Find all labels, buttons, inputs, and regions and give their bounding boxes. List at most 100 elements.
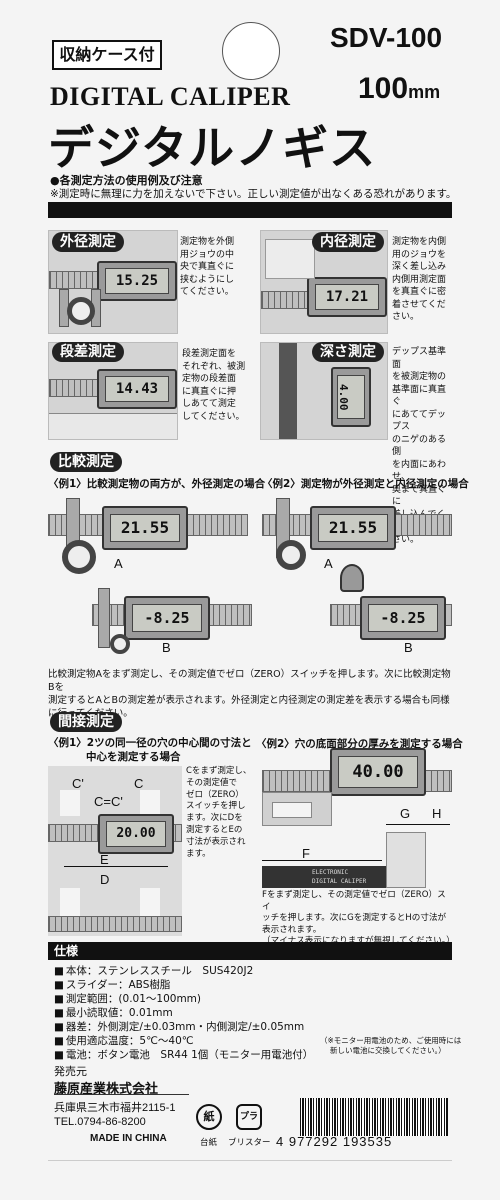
desc-line: 寸法が表示され	[186, 836, 246, 847]
step-measure-tag: 段差測定	[52, 342, 124, 362]
workpiece-ring-a	[62, 540, 96, 574]
spec-item: 本体：ステンレススチール SUS420J2	[54, 964, 313, 978]
company-name: 藤原産業株式会社	[54, 1082, 159, 1097]
comparison-tag: 比較測定	[50, 452, 122, 472]
desc-line: さい。	[392, 312, 420, 322]
desc-line: （マイナス表示になりますが無視してください。）	[262, 936, 455, 946]
desc-line: デップス基準面	[392, 347, 447, 370]
label-b2: B	[404, 640, 413, 655]
storage-case-badge: 収納ケース付	[52, 40, 162, 70]
desc-line: 測定するとEの	[186, 824, 243, 835]
dimension-line-e	[64, 866, 168, 867]
depth-measure-tag: 深さ測定	[312, 342, 384, 362]
desc-line: 深く差し込み	[392, 262, 447, 272]
desc-line: 内側用測定面	[392, 274, 447, 285]
desc-line: 挟むようにし	[180, 274, 235, 285]
publisher-label: 発売元	[54, 1065, 87, 1078]
desc-line: 用ジョウの中	[180, 249, 235, 260]
inner-measure-tag: 内径測定	[312, 232, 384, 252]
title-line: 中心を測定する場合	[86, 751, 181, 763]
product-title-en: DIGITAL CALIPER	[50, 82, 291, 111]
desc-line: してください。	[182, 411, 245, 422]
plastic-recycle-icon: プラ	[236, 1104, 262, 1130]
barcode-number: 4 977292 193535	[276, 1134, 393, 1149]
model-number: SDV-100	[330, 22, 443, 53]
usage-notice-text: ※測定時に無理に力を加えないで下さい。正しい測定値が出なくある恐れがあります。	[50, 188, 457, 200]
caliper-display: 17.21	[307, 277, 387, 317]
label-f: F	[302, 846, 310, 861]
dimension-line-f	[262, 860, 382, 861]
label-a2: A	[324, 556, 333, 571]
desc-line: 段差測定面を	[182, 349, 237, 359]
bottom-edge	[48, 1160, 452, 1161]
label-c: C	[134, 776, 144, 791]
label-d: D	[100, 872, 110, 887]
desc-line: ッチを押します。次にGを測定するとHの寸法が	[262, 913, 447, 923]
workpiece-hole	[272, 802, 312, 818]
hole-right	[140, 888, 160, 918]
desc-line: ゼロ（ZERO）	[186, 789, 244, 800]
desc-line: 用のジョウを	[392, 249, 447, 260]
inner-workpiece	[340, 564, 364, 592]
equation-label: C=C'	[94, 794, 123, 809]
inner-measure-desc: 測定物を内側 用のジョウを 深く差し込み 内側用測定面 を真直ぐに密 着させてく…	[392, 236, 454, 324]
dimension-line-gh	[386, 824, 450, 825]
display-reading: 15.25	[105, 268, 169, 294]
desc-line: さい。	[392, 534, 420, 545]
address-line: 兵庫県三木市福井2115-1	[54, 1102, 176, 1114]
label-a: A	[114, 556, 123, 571]
caliper-ruler-lower	[48, 916, 182, 932]
workpiece-ring-b	[110, 634, 130, 654]
step-measure-desc: 段差測定面を それぞれ、被測 定物の段差面 に真直ぐに押 しあてて測定 してくだ…	[182, 348, 254, 423]
workpiece-ring	[67, 297, 95, 325]
display-reading-a2: 21.55	[318, 514, 388, 542]
label-b: B	[162, 640, 171, 655]
desc-line: 測定物を内側	[392, 237, 447, 247]
caliper-display-b2: -8.25	[360, 596, 446, 640]
indirect-ex1-diagram: C' C C=C' 20.00 E D	[48, 766, 182, 936]
caliper-body-vertical	[279, 343, 297, 439]
note-line: 比較測定物Aをまず測定し、その測定値でゼロ（ZERO）スイッチを押します。次に比…	[48, 669, 451, 693]
spec-item: 最小読取値：0.01mm	[54, 1006, 313, 1020]
hole-c-prime	[60, 790, 80, 816]
workpiece-ring-a2	[276, 540, 306, 570]
display-reading-2: 40.00	[338, 756, 418, 788]
desc-line: それぞれ、被測	[182, 361, 246, 372]
desc-line: Fをまず測定し、その測定値でゼロ（ZERO）スイ	[262, 890, 446, 912]
desc-line: てください。	[180, 287, 234, 297]
tel-line: TEL.0794-86-8200	[54, 1116, 146, 1128]
barcode	[300, 1098, 448, 1136]
display-reading-a: 21.55	[110, 514, 180, 542]
desc-line: ます。次にDを	[186, 813, 243, 824]
hole-left	[60, 888, 80, 918]
step-workpiece	[49, 413, 177, 439]
paper-recycle-label: 台紙	[200, 1138, 218, 1148]
spec-item: 測定範囲：(0.01～100mm)	[54, 992, 313, 1006]
indirect-ex1-desc: Cをまず測定し、 その測定値で ゼロ（ZERO） スイッチを押し ます。次にDを…	[186, 766, 256, 860]
indirect-ex2-title: 〈例2〉穴の底面部分の厚みを測定する場合	[256, 738, 463, 750]
display-reading: 4.00	[337, 375, 365, 419]
workpiece-block	[265, 239, 315, 279]
desc-line: のニゲのある側	[392, 434, 447, 458]
desc-line: を被測定物の	[392, 372, 447, 382]
outer-measure-photo: 15.25	[48, 230, 178, 334]
label-e: E	[100, 852, 109, 867]
display-reading-b: -8.25	[132, 604, 202, 632]
caliper-display-a2: 21.55	[310, 506, 396, 550]
hole-c	[140, 790, 160, 816]
caliper-display: 4.00	[331, 367, 371, 427]
usage-notice-title: ●各測定方法の使用例及び注意	[50, 174, 203, 187]
desc-line: 測定物を外側	[180, 237, 235, 247]
spec-item: スライダー：ABS樹脂	[54, 978, 313, 992]
note-line: 新しい電池に交換してください。）	[330, 1046, 446, 1055]
divider-bar	[48, 202, 452, 218]
desc-line: 基準面に真直ぐ	[392, 384, 447, 408]
spec-item: 電池：ボタン電池 SR44 1個（モニター用電池付）	[54, 1048, 313, 1062]
caliper-display-b: -8.25	[124, 596, 210, 640]
spec-header: 仕様	[48, 942, 452, 960]
plastic-recycle-label: ブリスター	[228, 1138, 271, 1148]
product-title-jp: デジタルノギス	[48, 121, 377, 175]
desc-line: その測定値で	[186, 777, 238, 788]
indirect-ex1-title: 〈例1〉2ツの同一径の穴の中心間の寸法と 中心を測定する場合	[48, 736, 252, 764]
